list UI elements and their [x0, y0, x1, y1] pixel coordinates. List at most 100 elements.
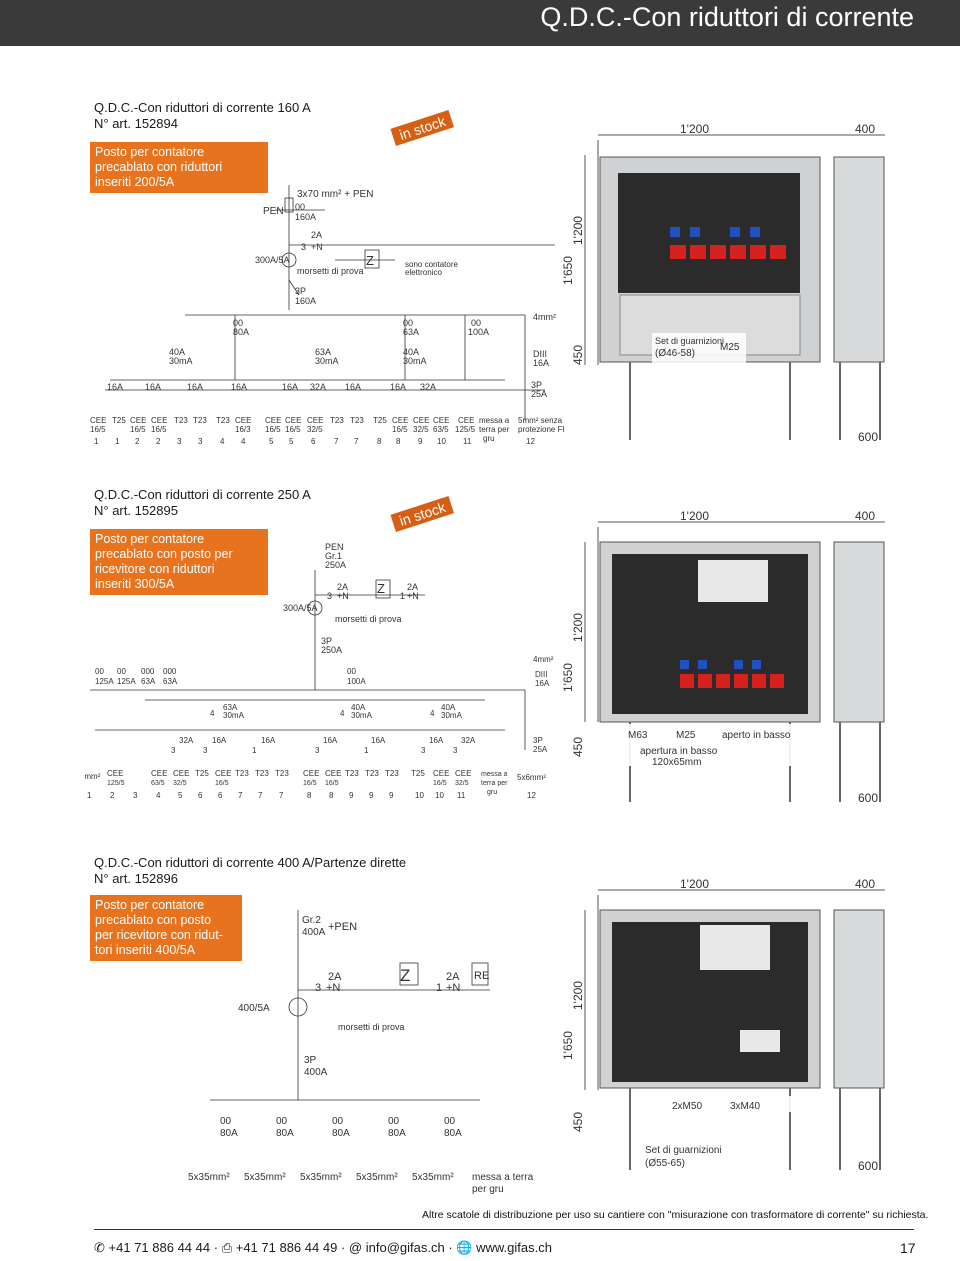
outlet-number: 2: [110, 791, 115, 800]
fuse-label: 00: [276, 1116, 288, 1127]
pe-cable: 4mm²: [533, 312, 556, 322]
earth-note: per gru: [472, 1184, 504, 1195]
crane-breaker: 25A: [533, 745, 548, 754]
section-2-title: Q.D.C.-Con riduttori di corrente 250 A: [94, 487, 311, 502]
outlet-rating: 32/5: [455, 780, 469, 787]
meter-note: elettronico: [405, 268, 442, 277]
aux-label: 2A: [337, 582, 348, 592]
section-2-description: Posto per contatore precablato con posto…: [90, 529, 268, 595]
outlet-number: 10: [415, 791, 424, 800]
phone-number[interactable]: +41 71 886 44 44: [108, 1240, 211, 1255]
dim-depth: 400: [855, 509, 875, 523]
outlet-type: CEE: [433, 769, 449, 778]
pen-label: PEN: [263, 206, 284, 217]
main-switch: 250A: [321, 645, 342, 655]
group-fuse: 100A: [468, 327, 489, 337]
dim-inner-height: 1'200: [571, 613, 585, 642]
earth-note: messa a terra: [472, 1172, 534, 1183]
desc-line: Posto per contatore: [95, 532, 205, 546]
dim-inner-height: 1'200: [571, 981, 585, 1010]
breaker-label: 32A: [461, 736, 476, 745]
outlet-type: CEE: [173, 769, 189, 778]
outlet-type: CEE: [90, 416, 106, 425]
breaker-label: 32A: [310, 382, 326, 392]
outlet-rating: 16/5: [392, 425, 408, 434]
section-1-description: Posto per contatore precablato con ridut…: [90, 142, 268, 193]
outlet-rating: 32/5: [413, 425, 429, 434]
pen-plus: +PEN: [328, 921, 357, 933]
outlet-number: 3: [133, 791, 138, 800]
diii-label: DIII: [535, 670, 547, 679]
outlet-type: T23: [193, 416, 207, 425]
cabinet-side: [833, 541, 885, 723]
fuse-label: 00: [388, 1116, 400, 1127]
gland-label: 2xM50: [672, 1101, 702, 1112]
rcd-label: 4: [430, 709, 435, 718]
outlet-rating: 16/5: [151, 425, 167, 434]
outlet-number: 5: [269, 437, 274, 446]
outlet-number: 7: [354, 437, 359, 446]
dim-base-depth: 600: [858, 791, 878, 805]
dim-leg-height: 450: [571, 1112, 585, 1132]
dim-depth: 400: [855, 122, 875, 136]
desc-line: tori inseriti 400/5A: [95, 943, 196, 957]
outlet-number: 2: [135, 437, 140, 446]
earth-note: terra per: [479, 425, 510, 434]
outlet-number: 6: [198, 791, 203, 800]
breaker-label: 1: [252, 746, 257, 755]
aux-label: 2A: [407, 582, 418, 592]
fuse-label: 00: [444, 1116, 456, 1127]
separator: ·: [340, 1240, 346, 1255]
contact-line: ✆ +41 71 886 44 44 · ⎙ +41 71 886 44 49 …: [94, 1240, 552, 1256]
phone-icon: ✆: [94, 1240, 105, 1255]
fax-number[interactable]: +41 71 886 44 49: [235, 1240, 338, 1255]
fax-icon: ⎙: [221, 1240, 233, 1255]
outlet-number: 5: [178, 791, 183, 800]
aux-label: 1: [400, 591, 405, 601]
outlet-number: 7: [258, 791, 263, 800]
ct-label: 300A/5A: [255, 255, 290, 265]
pen-label: Gr.1: [325, 551, 342, 561]
aux-label: 2A: [311, 230, 322, 240]
outlet-number: 4: [156, 791, 161, 800]
rcd-label: 63A: [315, 347, 331, 357]
outlet-type: CEE: [151, 769, 167, 778]
cable-label: 5x35mm²: [300, 1172, 342, 1183]
outlet-number: 11: [457, 791, 466, 800]
outlet-type: CEE: [307, 416, 323, 425]
aux-label: 3: [301, 242, 306, 252]
email-icon: @: [348, 1240, 363, 1255]
outlet-type: T23: [350, 416, 364, 425]
aux-label: +N: [446, 982, 460, 994]
section-3-cabinet: 1'200 400 1'650 1'200 450 600 2xM50 3xM4…: [561, 877, 885, 1173]
email-link[interactable]: info@gifas.ch: [365, 1240, 445, 1255]
dim-leg-height: 450: [571, 737, 585, 757]
dim-height: 1'650: [561, 256, 575, 285]
outlet-type: T23: [216, 416, 230, 425]
fuse-label: 63A: [163, 677, 178, 686]
web-link[interactable]: www.gifas.ch: [476, 1240, 552, 1255]
aux-label: 3: [327, 591, 332, 601]
desc-line: precablato con posto: [95, 913, 212, 927]
outlet-rating: 16/5: [130, 425, 146, 434]
opening-note: 120x65mm: [652, 757, 701, 768]
outlet-type: CEE: [413, 416, 429, 425]
aux-label: 2A: [446, 971, 460, 983]
outlet-type: CEE: [455, 769, 471, 778]
section-3-title: Q.D.C.-Con riduttori di corrente 400 A/P…: [94, 855, 407, 870]
section-3-description: Posto per contatore precablato con posto…: [90, 895, 242, 961]
aux-label: +N: [311, 242, 323, 252]
breaker-label: 3: [315, 746, 320, 755]
section-1-cabinet: 1'200 400 1'650 1'200 450 600 Set di gua…: [561, 122, 885, 444]
breaker-label: 16A: [390, 382, 406, 392]
outlet-number: 10: [437, 437, 446, 446]
outlet-type: CEE: [325, 769, 341, 778]
crane-breaker: 25A: [531, 389, 547, 399]
breaker-label: 1: [364, 746, 369, 755]
page-number: 17: [900, 1240, 916, 1256]
desc-line: ricevitore con riduttori: [95, 562, 215, 576]
outlet-number: 2: [156, 437, 161, 446]
outlet-type: CEE: [130, 416, 146, 425]
rcd-label: 30mA: [351, 711, 373, 720]
outlet-type: CEE: [458, 416, 474, 425]
